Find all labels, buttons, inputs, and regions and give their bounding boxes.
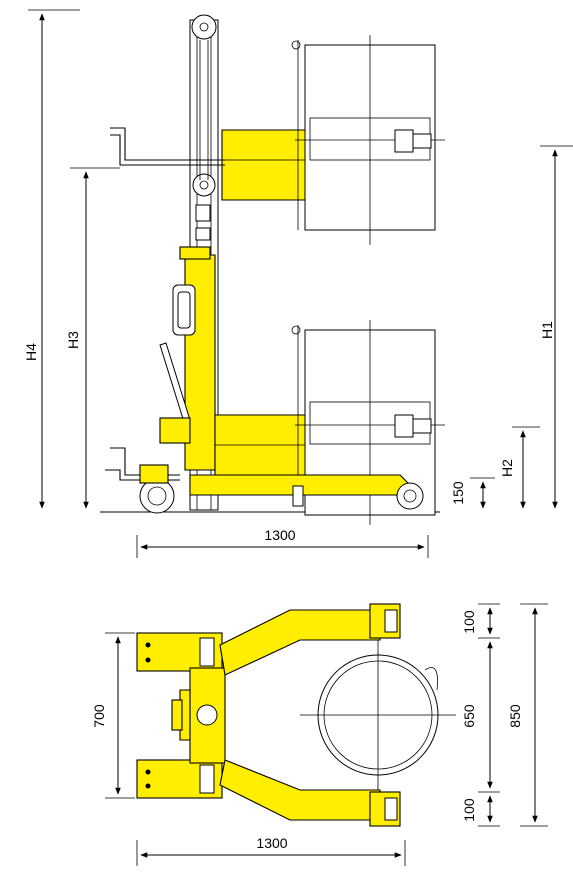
overall-width-label: 850 xyxy=(507,704,523,728)
front-wheel xyxy=(396,482,424,510)
top-pulley xyxy=(191,14,217,40)
h4-label: H4 xyxy=(23,343,39,361)
top-view: 700 1300 100 650 100 850 xyxy=(91,603,548,866)
top-mast-hole xyxy=(196,704,218,726)
h2-label: H2 xyxy=(499,459,515,477)
side-length-label: 1300 xyxy=(264,527,295,543)
clearance-label: 150 xyxy=(450,481,466,505)
pedal-block xyxy=(159,417,191,444)
h1-label: H1 xyxy=(539,321,555,339)
arm-bottom-label: 100 xyxy=(461,798,477,822)
upper-drum xyxy=(291,35,445,245)
arm-top-label: 100 xyxy=(461,610,477,634)
top-arm-upper xyxy=(219,609,381,676)
side-view: H4 H3 H1 H2 150 1300 xyxy=(23,9,573,558)
rear-wheel xyxy=(139,478,175,514)
mid-pulley xyxy=(192,173,216,197)
upper-handle xyxy=(110,127,225,161)
h3-label: H3 xyxy=(65,331,81,349)
drum-span-label: 650 xyxy=(461,704,477,728)
top-length-label: 1300 xyxy=(256,835,287,851)
inner-width-label: 700 xyxy=(91,704,107,728)
